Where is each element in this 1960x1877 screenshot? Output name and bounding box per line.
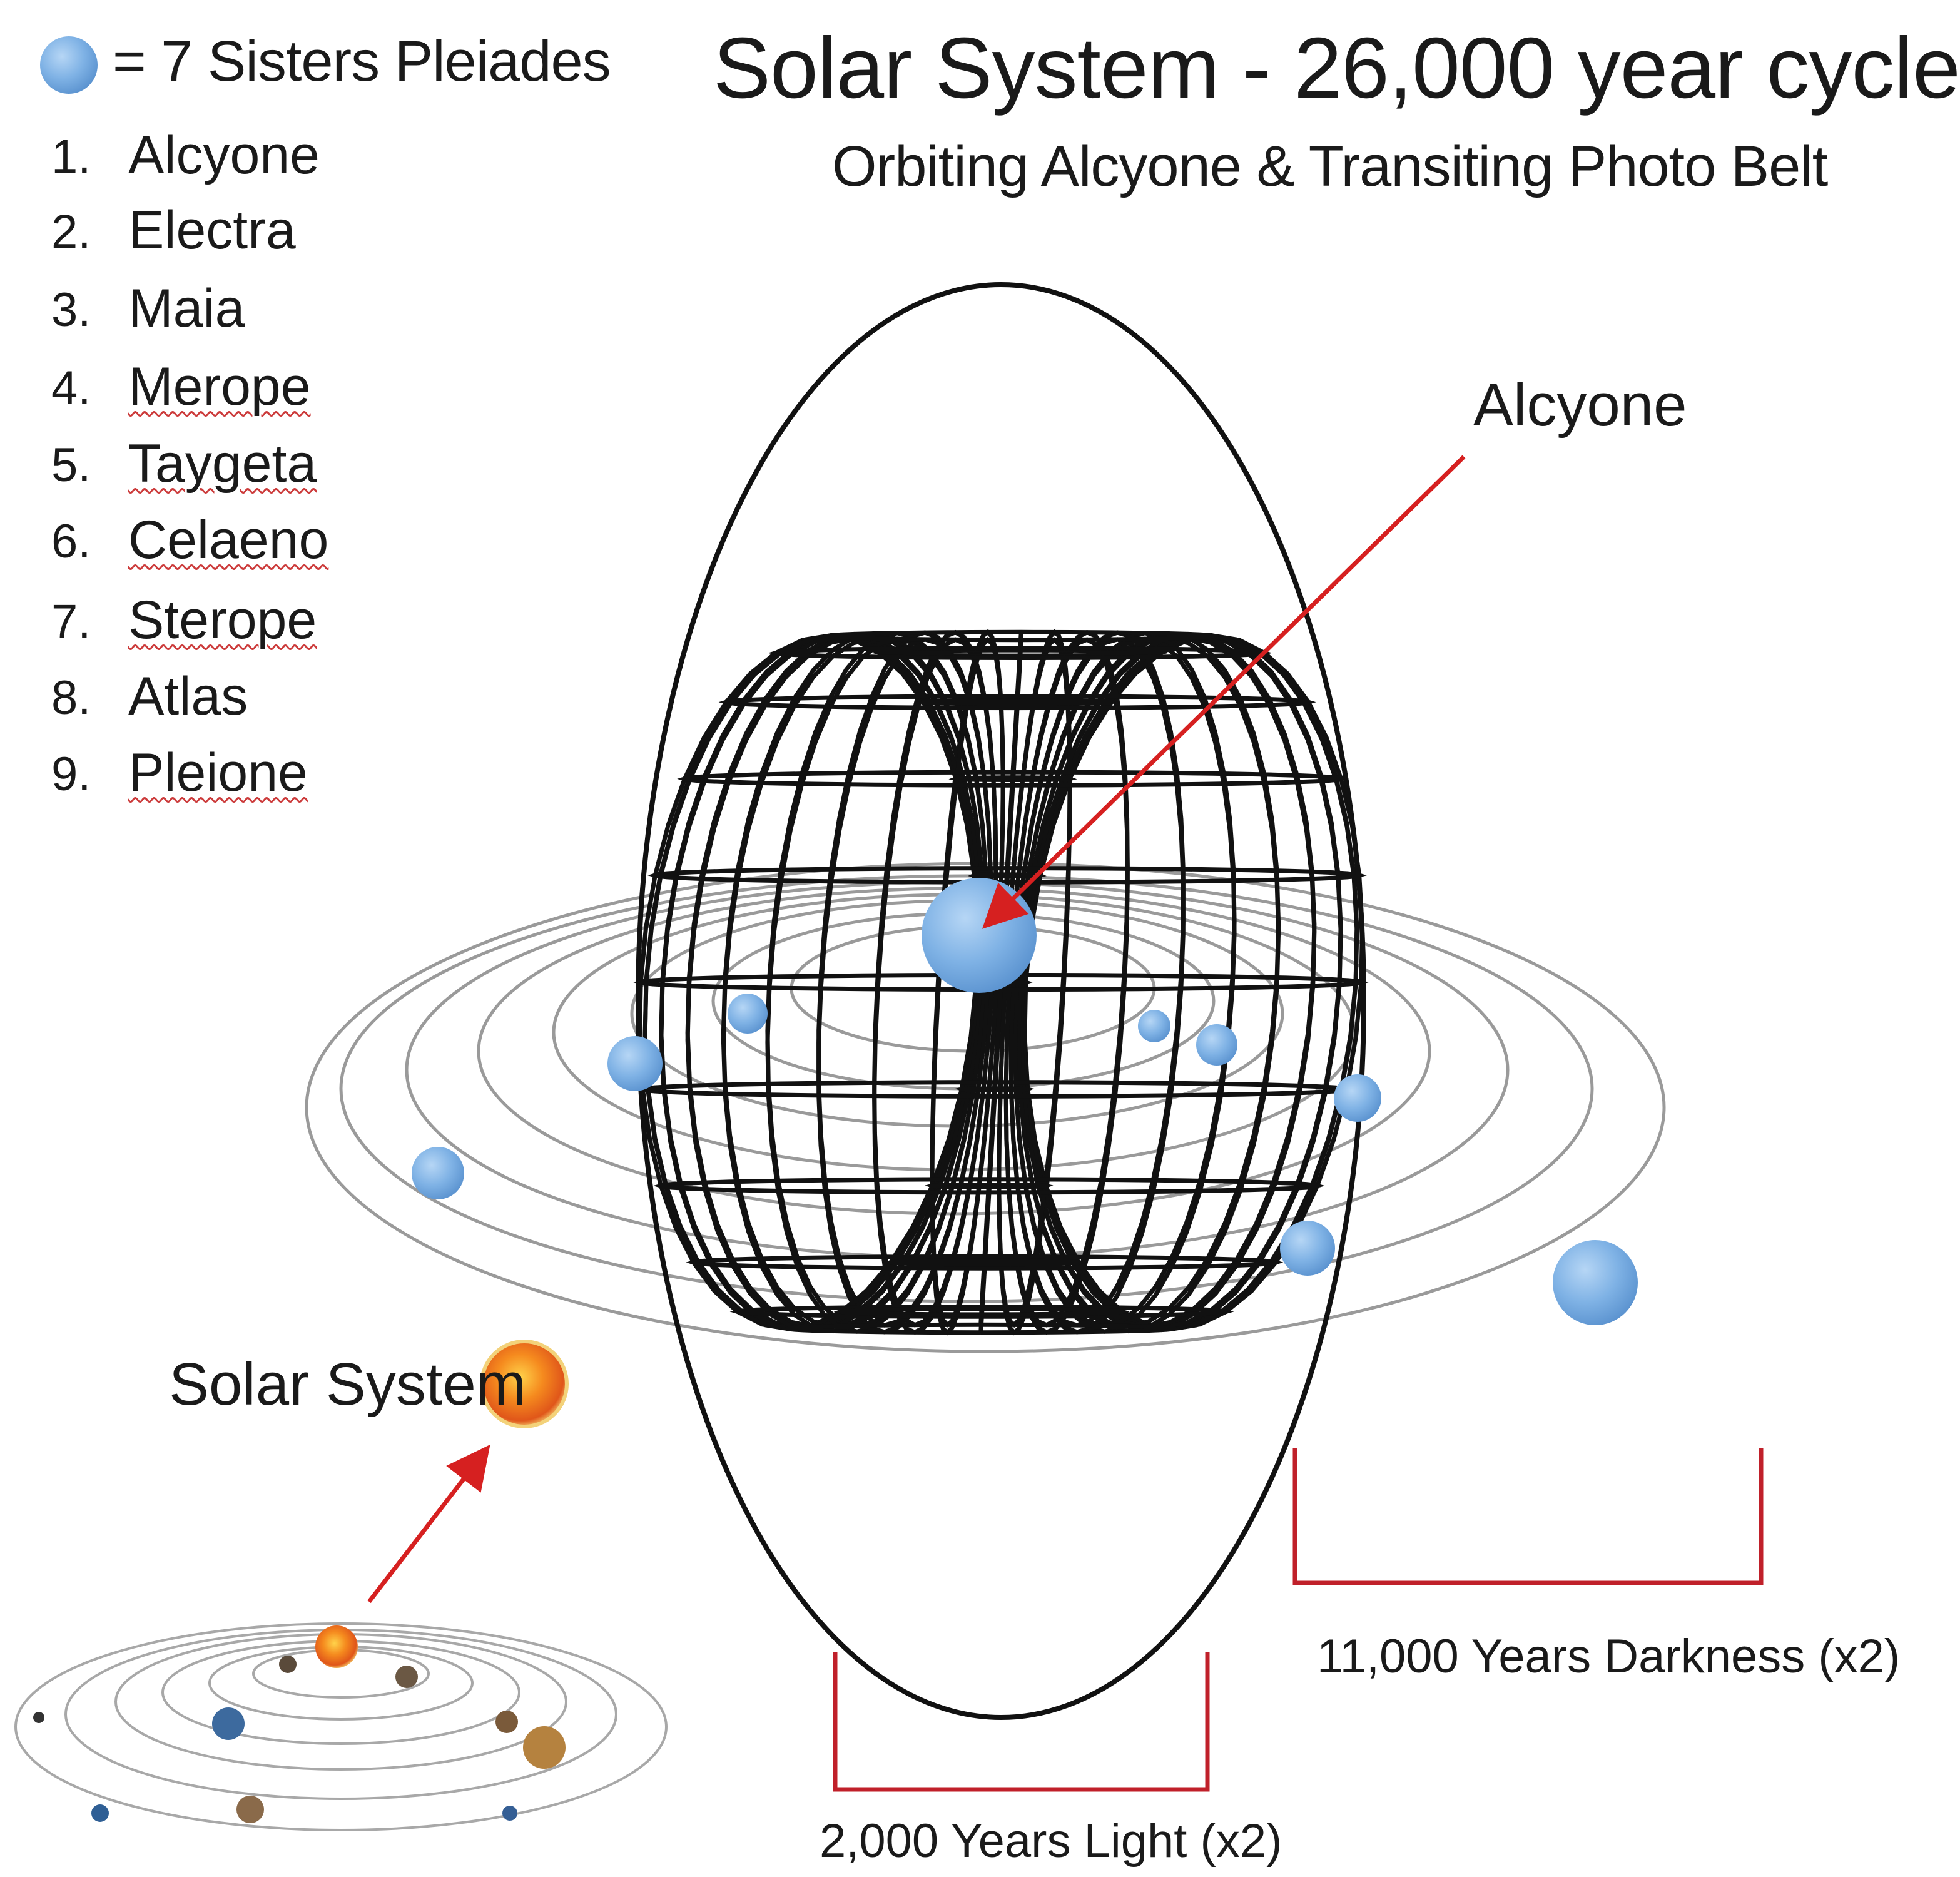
alcyone-label: Alcyone: [1473, 372, 1687, 439]
planet-icon: [395, 1666, 418, 1688]
torus-ring: [718, 694, 1316, 711]
torus-ring: [653, 1177, 1325, 1195]
diagram-subtitle: Orbiting Alcyone & Transiting Photo Belt: [832, 135, 1828, 198]
legend-item-name: Alcyone: [128, 125, 320, 185]
diagram-title: Solar System - 26,000 year cycle: [713, 20, 1960, 116]
light-label: 2,000 Years Light (x2): [820, 1814, 1282, 1868]
pleiades-star: [1334, 1074, 1381, 1122]
pleiades-star: [728, 994, 768, 1034]
legend-number: 6.: [51, 515, 91, 568]
sun-icon: [480, 1340, 569, 1428]
pleiades-star: [1138, 1010, 1170, 1042]
torus-ring: [968, 872, 1047, 878]
torus-ring: [635, 1080, 1354, 1099]
legend-number: 3.: [51, 283, 91, 337]
alcyone-arrow: [982, 455, 1466, 929]
torus-ring: [780, 1322, 1181, 1335]
legend-item-name: Sterope: [128, 590, 317, 650]
legend-item-name: Atlas: [128, 666, 248, 726]
mini-orbit: [14, 1622, 668, 1831]
torus-ring: [925, 1183, 1054, 1189]
legend-number: 4.: [51, 362, 91, 415]
legend-key-text: = 7 Sisters Pleiades: [113, 29, 611, 93]
solar-system-label: Solar System: [169, 1351, 526, 1418]
solar-system-arrow: [367, 1444, 490, 1604]
torus-ring: [883, 1258, 1087, 1267]
legend-number: 8.: [51, 671, 91, 725]
mini-sun-icon: [315, 1625, 358, 1668]
darkness-bracket: [1292, 1448, 1764, 1585]
torus-ring: [915, 698, 1119, 706]
torus-ring: [948, 775, 1077, 782]
legend-number: 5.: [51, 439, 91, 492]
torus-ring: [955, 1086, 1034, 1092]
legend-item-name: Merope: [128, 357, 311, 417]
diagram-artwork: [14, 36, 1764, 1831]
pleiades-star: [607, 1036, 663, 1091]
planet-icon: [495, 1711, 518, 1733]
planet-icon: [279, 1656, 297, 1673]
legend-item-name: Electra: [128, 200, 296, 260]
torus-ring: [677, 770, 1349, 788]
pleiades-star: [1280, 1221, 1335, 1276]
pleiades-star: [1553, 1240, 1638, 1325]
legend-star-icon: [40, 36, 98, 94]
legend-number: 9.: [51, 748, 91, 801]
pleiades-diagram: Solar System - 26,000 year cycle Orbitin…: [14, 25, 1960, 1868]
torus-ring: [686, 1254, 1284, 1271]
torus-outline: [636, 282, 1366, 1720]
pleiades-star: [412, 1147, 464, 1199]
legend-item-name: Maia: [128, 278, 245, 338]
solar-system-planets: [33, 1656, 566, 1823]
legend-number: 2.: [51, 205, 91, 258]
legend-number: 1.: [51, 130, 91, 183]
planet-icon: [91, 1804, 109, 1822]
light-bracket: [833, 1652, 1210, 1792]
planet-icon: [502, 1806, 517, 1821]
pleiades-star: [1196, 1024, 1237, 1066]
planet-icon: [523, 1726, 566, 1769]
darkness-label: 11,000 Years Darkness (x2): [1317, 1630, 1901, 1683]
planet-icon: [212, 1707, 245, 1740]
legend-item-name: Celaeno: [128, 510, 329, 570]
torus-ring: [768, 646, 1272, 660]
legend-item-name: Taygeta: [128, 434, 317, 494]
torus-ring: [821, 629, 1222, 643]
orbit-ring: [339, 874, 1594, 1303]
torus-ring: [833, 1306, 1130, 1317]
torus-ring: [647, 866, 1367, 885]
planet-icon: [33, 1712, 44, 1723]
legend-number: 7.: [51, 595, 91, 648]
legend-item-name: Pleione: [128, 743, 308, 803]
planet-icon: [236, 1796, 264, 1823]
